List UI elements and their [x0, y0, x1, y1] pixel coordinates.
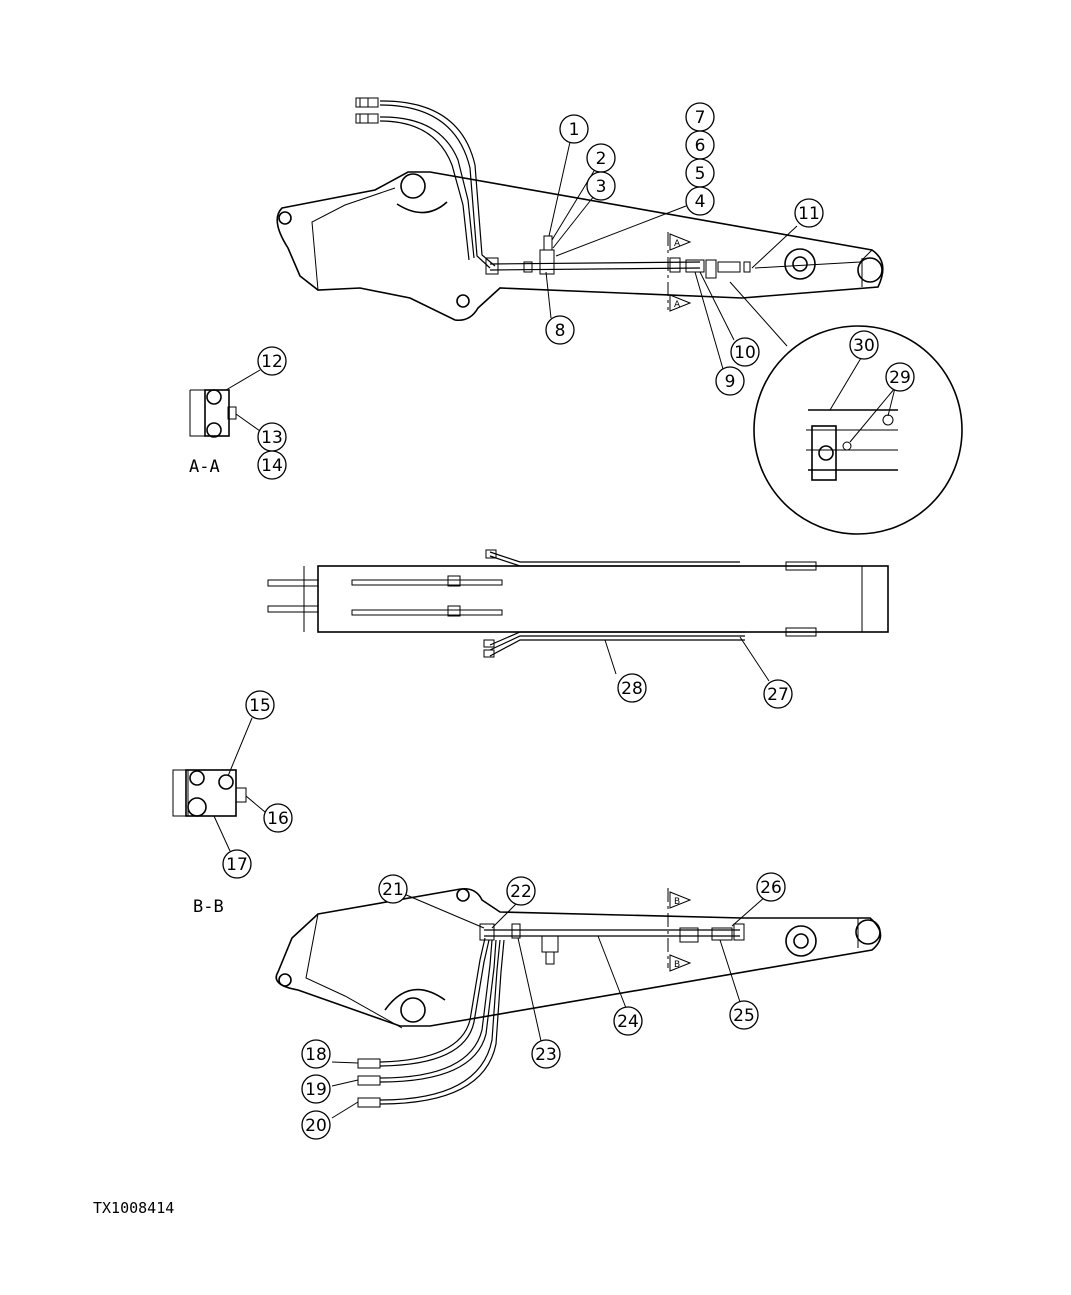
svg-text:22: 22 — [510, 882, 532, 902]
callout-24: 24 — [613, 1006, 643, 1036]
callout-23: 23 — [531, 1039, 561, 1069]
drawing-code: TX1008414 — [93, 1199, 174, 1217]
bottom-boom-tip-pin — [855, 919, 881, 945]
callout-4: 4 — [685, 186, 715, 216]
top-boom-hole-left — [278, 211, 292, 225]
callout-10: 10 — [730, 337, 760, 367]
svg-text:11: 11 — [798, 204, 820, 224]
svg-text:27: 27 — [767, 685, 789, 705]
bottom-boom-view: B B — [275, 887, 882, 1108]
svg-text:7: 7 — [695, 108, 706, 128]
svg-text:18: 18 — [305, 1045, 327, 1065]
svg-text:1: 1 — [569, 120, 580, 140]
svg-text:23: 23 — [535, 1045, 557, 1065]
middle-boom-body — [317, 565, 889, 633]
top-boom-view: A A — [276, 97, 884, 322]
callout-6: 6 — [685, 130, 715, 160]
callout-13: 13 — [257, 422, 287, 452]
svg-text:8: 8 — [555, 321, 566, 341]
svg-text:4: 4 — [695, 192, 706, 212]
callout-1: 1 — [559, 114, 589, 144]
top-hose-bundle — [355, 97, 496, 269]
callout-26: 26 — [756, 872, 786, 902]
callout-16: 16 — [263, 803, 293, 833]
section-b-marker-bottom: B — [674, 960, 680, 970]
callout-14: 14 — [257, 450, 287, 480]
bottom-boom-cylinder-pin — [785, 925, 817, 957]
callout-18: 18 — [301, 1039, 331, 1069]
callout-15: 15 — [245, 690, 275, 720]
callout-8: 8 — [545, 315, 575, 345]
callout-21: 21 — [378, 874, 408, 904]
svg-text:19: 19 — [305, 1080, 327, 1100]
callout-12: 12 — [257, 346, 287, 376]
svg-text:6: 6 — [695, 136, 706, 156]
bottom-boom-outline — [275, 887, 882, 1027]
callout-5: 5 — [685, 158, 715, 188]
callout-17: 17 — [222, 849, 252, 879]
section-aa-detail: A-A — [189, 369, 261, 477]
callout-9: 9 — [715, 366, 745, 396]
callout-7: 7 — [685, 102, 715, 132]
callout-25: 25 — [729, 1000, 759, 1030]
svg-text:20: 20 — [305, 1116, 327, 1136]
callout-2: 2 — [586, 143, 616, 173]
section-a-marker-bottom: A — [674, 300, 681, 310]
svg-text:29: 29 — [889, 368, 911, 388]
callout-30: 30 — [849, 330, 879, 360]
section-b-marker-top: B — [674, 897, 680, 907]
svg-text:25: 25 — [733, 1006, 755, 1026]
top-leaders — [545, 141, 798, 370]
callout-22: 22 — [506, 876, 536, 906]
top-boom-cylinder-pin — [784, 248, 816, 280]
svg-text:12: 12 — [261, 352, 283, 372]
callout-27: 27 — [763, 679, 793, 709]
callout-3: 3 — [586, 171, 616, 201]
top-boom-outline — [276, 171, 884, 322]
svg-text:28: 28 — [621, 679, 643, 699]
bottom-steel-line — [479, 923, 745, 965]
callout-29: 29 — [885, 362, 915, 392]
svg-text:13: 13 — [261, 428, 283, 448]
svg-text:16: 16 — [267, 809, 289, 829]
bottom-hose-bundle — [357, 937, 505, 1108]
svg-text:9: 9 — [725, 372, 736, 392]
detail-circle — [753, 325, 963, 535]
section-a-marker-top: A — [674, 239, 681, 249]
bottom-leaders — [331, 893, 767, 1119]
svg-text:5: 5 — [695, 164, 706, 184]
detail-zoom-view — [753, 325, 963, 535]
svg-text:3: 3 — [596, 177, 607, 197]
svg-text:2: 2 — [596, 149, 607, 169]
top-boom-hole-bottom — [456, 294, 470, 308]
callout-28: 28 — [617, 673, 647, 703]
section-aa-label: A-A — [189, 457, 220, 477]
svg-text:30: 30 — [853, 336, 875, 356]
middle-boom-plan-view — [267, 549, 889, 682]
svg-text:26: 26 — [760, 878, 782, 898]
section-bb-label: B-B — [193, 897, 224, 917]
top-boom-tip-pin — [857, 257, 883, 283]
svg-text:14: 14 — [261, 456, 283, 476]
svg-text:24: 24 — [617, 1012, 639, 1032]
top-boom-inner-edge — [311, 187, 396, 291]
callout-19: 19 — [301, 1074, 331, 1104]
svg-text:15: 15 — [249, 696, 271, 716]
top-boom-foot-pin — [400, 173, 426, 199]
svg-text:10: 10 — [734, 343, 756, 363]
bottom-boom-foot-pin — [400, 997, 426, 1023]
callout-20: 20 — [301, 1110, 331, 1140]
top-steel-line — [485, 235, 751, 279]
callout-11: 11 — [794, 198, 824, 228]
svg-text:21: 21 — [382, 880, 404, 900]
section-bb-detail: B-B — [172, 717, 266, 917]
svg-text:17: 17 — [226, 855, 248, 875]
